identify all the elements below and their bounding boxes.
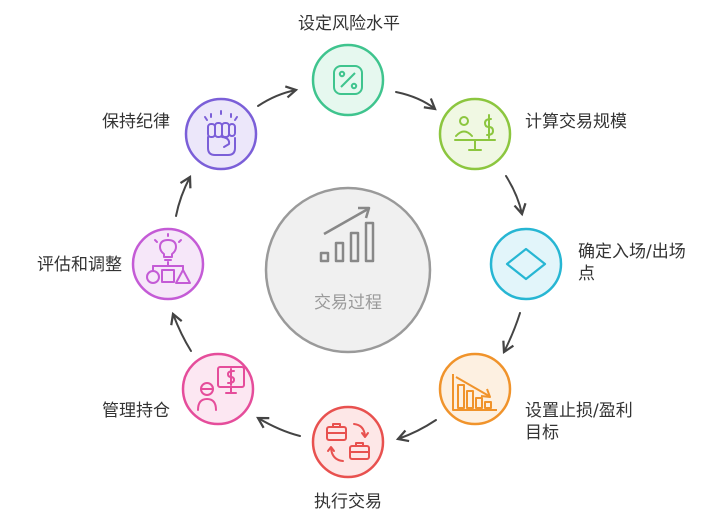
step-node-2: [438, 97, 512, 171]
presenter-icon: [197, 366, 245, 411]
arrows: [170, 85, 527, 443]
scale-icon: [454, 114, 496, 151]
step-label-5: 执行交易: [314, 492, 382, 512]
growth-chart-icon: [319, 206, 375, 263]
arrow-8: [257, 85, 299, 107]
step-node-6: [181, 352, 255, 426]
step-node-4: [438, 352, 512, 426]
step-label-2: 计算交易规模: [525, 112, 627, 132]
step-label-7: 评估和调整: [37, 255, 122, 275]
step-node-5: [311, 405, 385, 479]
arrow-6: [170, 311, 192, 352]
step-node-3: [489, 227, 563, 301]
arrow-5: [256, 416, 301, 437]
step-label-3: 确定入场/出场点: [578, 242, 686, 284]
step-node-1: [311, 43, 385, 117]
arrow-3: [502, 312, 521, 355]
center-label: 交易过程: [314, 293, 382, 313]
center-node: [264, 186, 432, 354]
exchange-briefcase-icon: [326, 423, 370, 462]
arrow-1: [395, 91, 437, 111]
step-label-8: 保持纪律: [102, 112, 170, 132]
arrow-7: [175, 175, 192, 217]
declining-chart-icon: [452, 374, 497, 411]
fist-icon: [204, 110, 238, 156]
step-label-4: 设置止损/盈利目标: [525, 401, 633, 443]
step-node-7: [131, 227, 205, 301]
diamond-icon: [505, 247, 547, 281]
arrow-2: [505, 175, 527, 217]
percent-icon: [333, 65, 363, 95]
idea-flow-icon: [146, 233, 191, 284]
step-label-6: 管理持仓: [102, 401, 170, 421]
step-label-1: 设定风险水平: [298, 14, 400, 34]
arrow-4: [395, 419, 437, 443]
step-node-8: [184, 97, 258, 171]
